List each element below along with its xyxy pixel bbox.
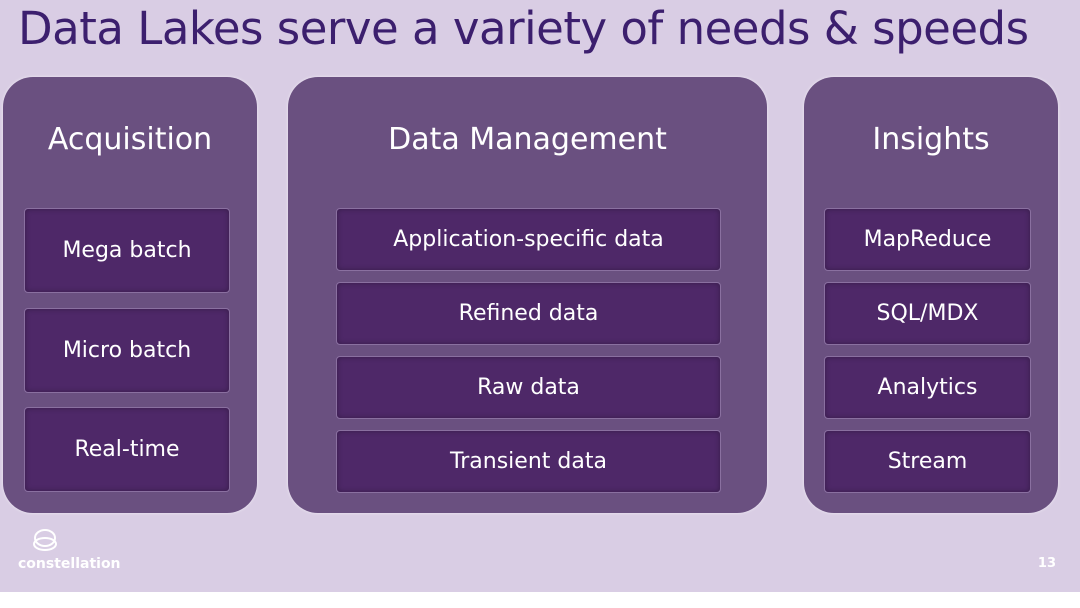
panel-acquisition: Acquisition Mega batch Micro batch Real-… bbox=[3, 77, 257, 513]
item-box: Real-time bbox=[24, 407, 230, 492]
panel-heading: Data Management bbox=[388, 122, 667, 157]
item-box: Stream bbox=[824, 430, 1031, 493]
slide-title: Data Lakes serve a variety of needs & sp… bbox=[18, 2, 1029, 55]
item-box: Application-specific data bbox=[336, 208, 721, 271]
item-box: Refined data bbox=[336, 282, 721, 345]
constellation-logo: constellation bbox=[18, 528, 121, 572]
item-box: Micro batch bbox=[24, 308, 230, 393]
panel-heading: Acquisition bbox=[47, 122, 213, 157]
item-box: Transient data bbox=[336, 430, 721, 493]
item-box: Analytics bbox=[824, 356, 1031, 419]
page-number: 13 bbox=[1037, 556, 1056, 571]
logo-text: constellation bbox=[18, 556, 121, 572]
item-box: Mega batch bbox=[24, 208, 230, 293]
slide: Data Lakes serve a variety of needs & sp… bbox=[0, 0, 1080, 592]
panel-heading: Insights bbox=[872, 122, 990, 157]
panel-insights: Insights MapReduce SQL/MDX Analytics Str… bbox=[804, 77, 1058, 513]
panel-data-management: Data Management Application-specific dat… bbox=[288, 77, 767, 513]
logo-rings-icon bbox=[33, 529, 57, 551]
item-box: MapReduce bbox=[824, 208, 1031, 271]
item-box: SQL/MDX bbox=[824, 282, 1031, 345]
item-box: Raw data bbox=[336, 356, 721, 419]
